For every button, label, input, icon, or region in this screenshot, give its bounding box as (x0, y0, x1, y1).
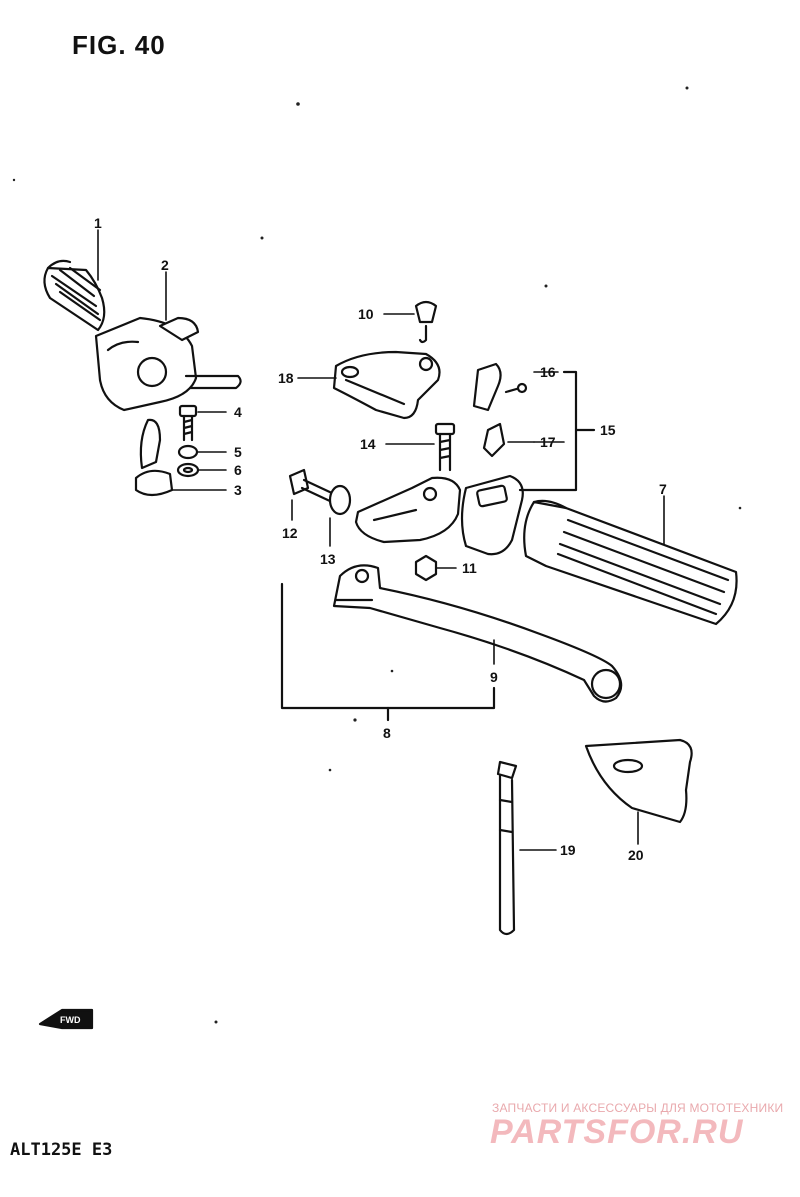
part-washer-13 (328, 484, 352, 516)
part-cable-tie (496, 760, 518, 936)
callout-4: 4 (234, 404, 242, 420)
part-left-grip (43, 259, 106, 332)
callout-8: 8 (383, 725, 391, 741)
callout-17: 17 (540, 434, 556, 450)
part-switch-16 (472, 362, 528, 412)
callout-2: 2 (161, 257, 169, 273)
callout-19: 19 (560, 842, 576, 858)
part-screw-10 (414, 300, 438, 344)
callout-1: 1 (94, 215, 102, 231)
callout-15: 15 (600, 422, 616, 438)
callout-20: 20 (628, 847, 644, 863)
part-lever-holder-cover (332, 350, 441, 420)
part-switch-housing (460, 474, 524, 556)
part-nut-11 (414, 554, 438, 582)
callout-6: 6 (234, 462, 242, 478)
part-switch-17 (482, 422, 506, 458)
watermark-logo: PARTSFOR.RU (490, 1113, 744, 1151)
bracket-15 (518, 370, 578, 492)
fwd-arrow-icon (38, 1008, 94, 1030)
part-bolt-14 (434, 422, 456, 472)
part-washer-5 (177, 444, 199, 460)
callout-3: 3 (234, 482, 242, 498)
part-throttle-switch (134, 418, 174, 497)
part-right-grip (523, 499, 738, 626)
figure-title: FIG. 40 (72, 30, 166, 60)
callout-16: 16 (540, 364, 556, 380)
part-lever-holder (354, 476, 462, 544)
callout-7: 7 (659, 481, 667, 497)
part-lever-9 (332, 564, 623, 703)
fwd-label: FWD (60, 1015, 81, 1025)
part-cover-20 (584, 738, 693, 824)
callout-18: 18 (278, 370, 294, 386)
callout-12: 12 (282, 525, 298, 541)
callout-10: 10 (358, 306, 374, 322)
part-screw-4 (178, 404, 198, 442)
part-throttle-housing (94, 316, 242, 412)
callout-9: 9 (490, 669, 498, 685)
watermark-tagline: ЗАПЧАСТИ И АКСЕССУАРЫ ДЛЯ МОТОТЕХНИКИ (492, 1101, 784, 1115)
callout-14: 14 (360, 436, 376, 452)
part-washer-6 (176, 462, 200, 478)
part-pivot-bolt-12 (288, 468, 336, 504)
callout-11: 11 (462, 560, 477, 576)
print-specks (12, 86, 742, 1024)
model-code: ALT125E E3 (10, 1140, 113, 1160)
callout-5: 5 (234, 444, 242, 460)
callout-13: 13 (320, 551, 336, 567)
leader-lines (97, 229, 665, 851)
